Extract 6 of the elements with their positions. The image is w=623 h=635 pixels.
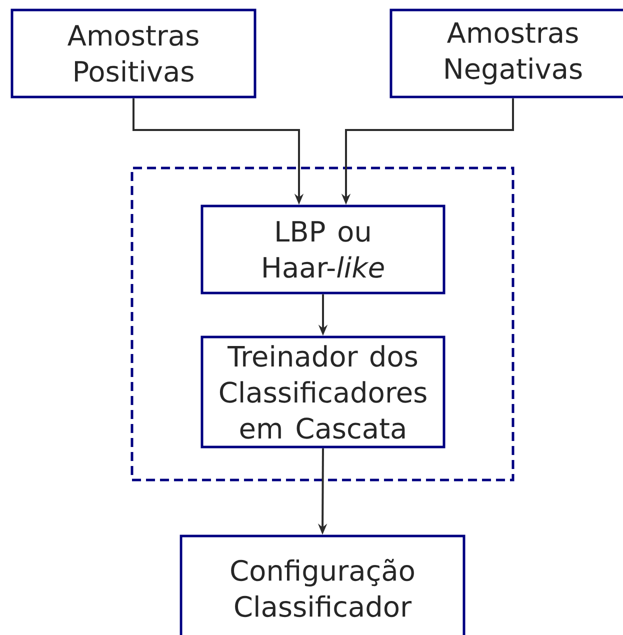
process-box: Treinador dos Classificadores em Cascata	[200, 336, 446, 448]
process-box: Amostras Positivas	[10, 8, 256, 98]
process-box: Amostras Negativas	[390, 8, 623, 98]
process-box: LBP ou Haar-like	[200, 204, 446, 294]
group-box	[130, 166, 514, 482]
process-box: Configuração Classificador	[180, 534, 466, 635]
